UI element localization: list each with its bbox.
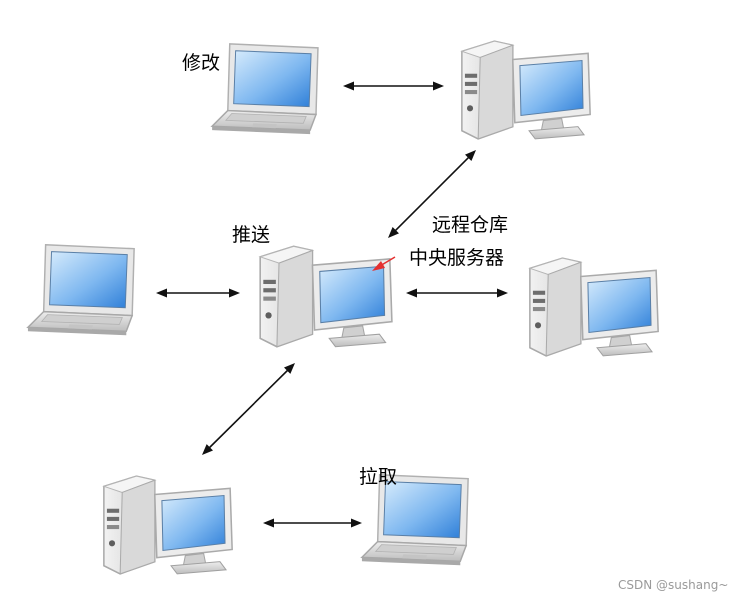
label-pull: 拉取: [359, 466, 398, 488]
pointer-arrow: [372, 256, 396, 271]
desktop-top-icon: [461, 40, 591, 140]
laptop-top-icon: [211, 43, 319, 135]
arrow-desktop-top-to-central-server: [388, 150, 476, 238]
label-modify: 修改: [182, 52, 221, 74]
arrow-central-server-to-desktop-right: [406, 288, 508, 298]
label-central-server: 中央服务器: [409, 247, 505, 269]
laptop-left-icon: [27, 244, 135, 336]
arrow-laptop-top-to-desktop-top: [343, 81, 444, 91]
connection-arrows: [156, 81, 508, 528]
central-server-icon: [259, 245, 393, 348]
arrow-laptop-left-to-central-server: [156, 288, 240, 298]
desktop-bottom-icon: [103, 475, 233, 575]
label-remote-repo: 远程仓库: [432, 214, 509, 236]
desktop-right-icon: [529, 257, 659, 357]
watermark: CSDN @sushang~: [618, 578, 729, 592]
label-push: 推送: [232, 224, 271, 246]
arrow-desktop-bottom-to-laptop-bottom: [263, 518, 362, 528]
arrow-central-server-to-desktop-bottom: [202, 363, 295, 455]
